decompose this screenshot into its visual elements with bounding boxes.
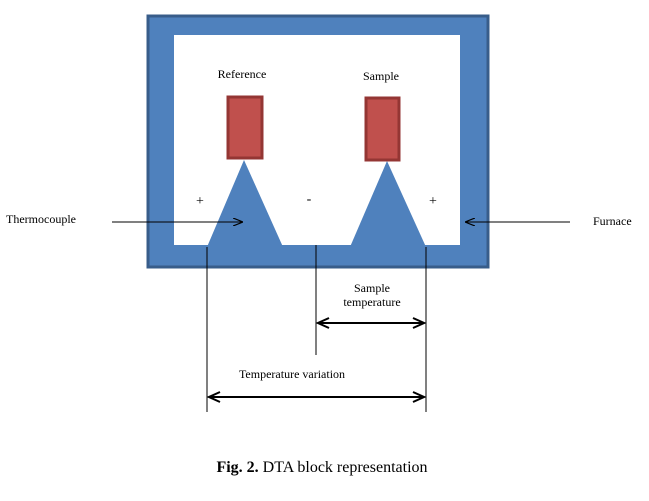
sample-temperature-label-line2: temperature	[343, 295, 400, 309]
furnace-cavity	[174, 35, 460, 245]
figure-caption-text: DTA block representation	[259, 459, 428, 476]
temperature-variation-label: Temperature variation	[239, 367, 345, 381]
reference-thermocouple-cone	[207, 160, 283, 247]
figure-caption: Fig. 2. DTA block representation	[216, 459, 427, 476]
figure-caption-number: Fig. 2.	[216, 459, 258, 476]
sample-temperature-label-line1: Sample	[354, 281, 390, 295]
reference-label: Reference	[218, 67, 267, 81]
sample-label: Sample	[363, 69, 399, 83]
thermocouple-label: Thermocouple	[6, 212, 76, 226]
furnace-label: Furnace	[593, 214, 632, 228]
reference-crucible	[226, 95, 264, 160]
sample-thermocouple-cone	[350, 161, 426, 247]
minus-sign-middle: -	[307, 192, 312, 207]
plus-sign-right: +	[429, 194, 437, 209]
sample-crucible	[364, 96, 401, 162]
plus-sign-left: +	[196, 194, 204, 209]
